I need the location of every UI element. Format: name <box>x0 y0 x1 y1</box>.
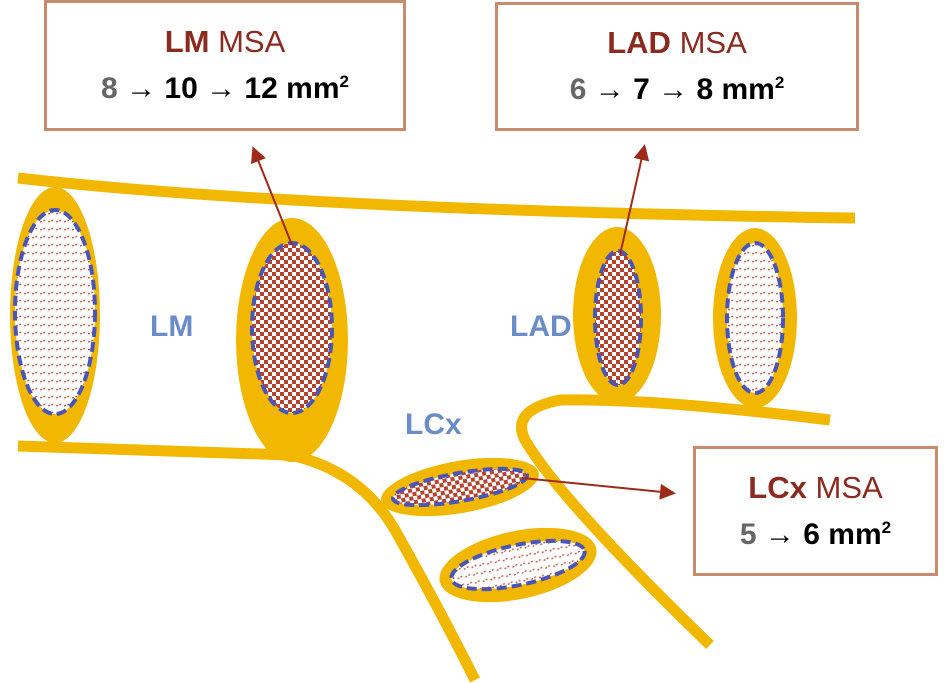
lm-ostial-lumen <box>13 208 97 416</box>
lcx-unit-sup: 2 <box>881 517 892 537</box>
lad-arrow <box>619 144 650 256</box>
lm-msa-lumen <box>250 241 334 415</box>
lcx-box-vessel: LCx <box>748 469 807 505</box>
lad-box-vessel: LAD <box>607 25 671 60</box>
lad-label: LAD <box>510 310 572 343</box>
lcx-arrow <box>521 477 676 500</box>
lm-bottom-wall <box>17 440 291 461</box>
lcx-msa-lumen <box>390 466 530 508</box>
lm-box-vessel: LM <box>164 24 210 59</box>
lad-msa-lumen <box>593 249 643 387</box>
lcx-distal-lumen <box>449 538 587 592</box>
lm-label: LM <box>150 310 194 343</box>
lad-box-msa: MSA <box>679 25 747 60</box>
lad-target-values: → 7 → 8 mm <box>594 73 775 106</box>
pointer-arrows <box>251 144 676 500</box>
lad-baseline-value: 6 <box>569 73 587 106</box>
lcx-outer-wall <box>288 449 480 683</box>
lm-unit-sup: 2 <box>339 72 349 91</box>
lcx-target-values: → 6 mm <box>764 517 882 551</box>
lcx-baseline-value: 5 <box>739 517 757 551</box>
lcx-box-msa: MSA <box>815 469 883 505</box>
lcx-msa-box: LCx MSA 5 → 6 mm2 <box>693 446 938 576</box>
lm-arrow <box>251 146 293 246</box>
lm-box-msa: MSA <box>218 24 286 59</box>
lad-distal-lumen <box>725 241 785 395</box>
lm-target-values: → 10 → 12 mm <box>126 72 340 105</box>
vessel-walls <box>17 172 856 683</box>
lad-msa-box: LAD MSA 6 → 7 → 8 mm2 <box>495 2 859 131</box>
lcx-label: LCx <box>405 408 462 441</box>
lad-unit-sup: 2 <box>774 73 785 92</box>
lad-lcx-carina-wall <box>516 394 831 649</box>
lm-msa-box: LM MSA 8 → 10 → 12 mm2 <box>44 0 406 131</box>
lm-baseline-value: 8 <box>101 72 118 105</box>
top-vessel-wall <box>17 172 856 224</box>
